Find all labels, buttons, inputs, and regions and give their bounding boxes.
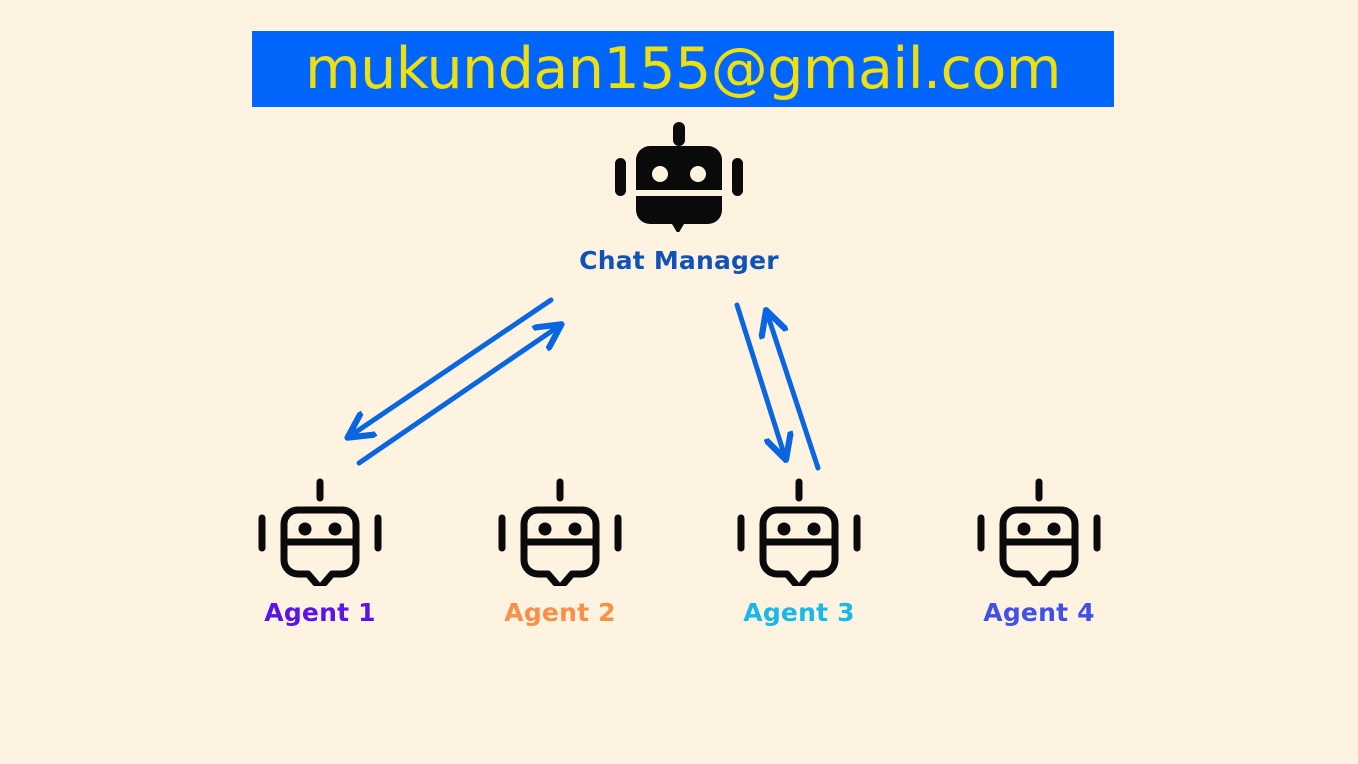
node-chat-manager[interactable]: Chat Manager — [559, 122, 799, 275]
arrow-manager-to-agent1 — [350, 297, 554, 436]
node-agent-1[interactable]: Agent 1 — [210, 478, 430, 627]
robot-outline-icon — [737, 478, 861, 586]
email-banner: mukundan155@gmail.com — [252, 31, 1114, 107]
agent-1-label: Agent 1 — [264, 598, 376, 627]
robot-outline-icon — [498, 478, 622, 586]
node-agent-4[interactable]: Agent 4 — [929, 478, 1149, 627]
node-agent-3[interactable]: Agent 3 — [689, 478, 909, 627]
node-agent-2[interactable]: Agent 2 — [450, 478, 670, 627]
agent-2-label: Agent 2 — [504, 598, 616, 627]
arrow-manager-to-agent3 — [734, 302, 785, 457]
email-address-text: mukundan155@gmail.com — [305, 35, 1061, 102]
arrow-agent1-to-manager — [356, 326, 559, 466]
arrow-agent3-to-manager — [767, 313, 821, 471]
agent-4-label: Agent 4 — [983, 598, 1095, 627]
robot-filled-icon — [615, 122, 743, 232]
robot-outline-icon — [258, 478, 382, 586]
robot-outline-icon — [977, 478, 1101, 586]
agent-3-label: Agent 3 — [743, 598, 855, 627]
chat-manager-label: Chat Manager — [579, 246, 779, 275]
